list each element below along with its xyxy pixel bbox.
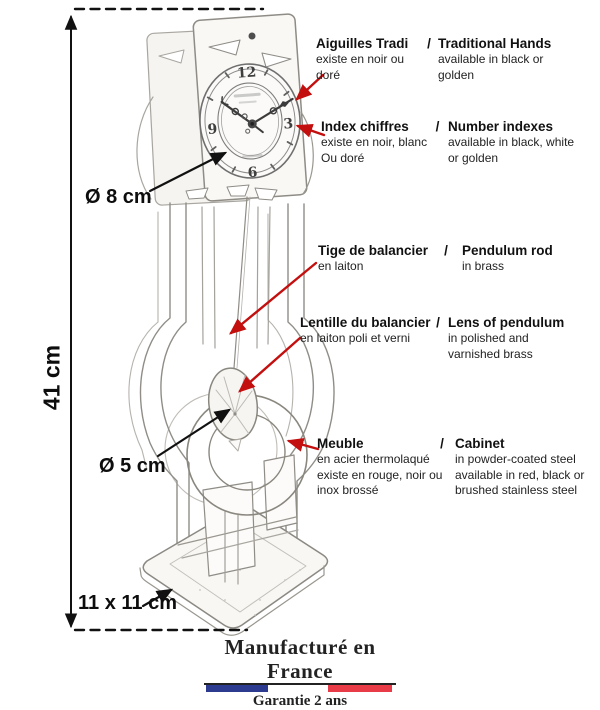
annotation-line-en: varnished brass bbox=[448, 346, 533, 361]
annotation-line-fr: en acier thermolaqué bbox=[317, 452, 430, 466]
lower-cutouts bbox=[177, 454, 299, 585]
arrow-cabinet bbox=[286, 437, 320, 452]
separator: / bbox=[436, 315, 440, 330]
annotation-title-en: Traditional Hands bbox=[438, 36, 552, 51]
base-size-arrow bbox=[141, 588, 174, 608]
french-flag-underline bbox=[204, 683, 396, 692]
dimension-lines bbox=[64, 7, 265, 632]
lens-diameter-label: Ø 5 cm bbox=[99, 455, 166, 477]
warranty-label: Garantie 2 ans bbox=[252, 693, 348, 709]
annotation-title-en: Cabinet bbox=[455, 436, 505, 451]
base-size-label: 11 x 11 cm bbox=[78, 592, 177, 614]
annotation-line-fr: Ou doré bbox=[321, 150, 365, 165]
arrow-lens bbox=[238, 336, 302, 393]
hour-ticks bbox=[206, 69, 294, 173]
arrow-hands bbox=[295, 73, 325, 101]
annotation-line-en: available in black, white bbox=[448, 135, 575, 149]
annotation-title-en: Lens of pendulum bbox=[448, 315, 565, 330]
lens-diameter-arrow bbox=[156, 408, 232, 458]
numeral-3: 3 bbox=[283, 116, 294, 133]
flag-blue-bar bbox=[206, 684, 268, 692]
annotation-line-fr: en laiton bbox=[318, 259, 364, 273]
annotation-line-en: brushed stainless steel bbox=[455, 483, 578, 497]
flag-red-bar bbox=[328, 684, 392, 692]
arrow-rod bbox=[229, 261, 318, 335]
product-diagram: 12 3 6 9 bbox=[38, 7, 584, 709]
annotation-hands: Aiguilles Tradi existe en noir ou doré /… bbox=[316, 35, 551, 83]
annotation-line-en: in powder-coated steel bbox=[455, 452, 576, 466]
clock-line-drawing: 12 3 6 9 bbox=[64, 7, 335, 636]
annotation-indexes: Index chiffres existe en noir, blanc Ou … bbox=[321, 118, 574, 166]
annotation-line-en: available in black or bbox=[438, 52, 544, 66]
annotation-title-fr: Aiguilles Tradi bbox=[316, 36, 409, 51]
annotation-line-en: in polished and bbox=[448, 331, 529, 345]
annotation-title-fr: Lentille du balancier bbox=[300, 315, 431, 330]
annotation-title-en: Pendulum rod bbox=[462, 243, 553, 258]
annotation-line-fr: en laiton poli et verni bbox=[300, 331, 411, 345]
dial-brand-marks bbox=[233, 92, 263, 158]
separator: / bbox=[440, 436, 444, 451]
annotation-line-fr: inox brossé bbox=[317, 483, 379, 497]
face-diameter-label: Ø 8 cm bbox=[85, 186, 152, 208]
face-diameter-arrow bbox=[148, 151, 228, 193]
annotation-title-fr: Index chiffres bbox=[321, 119, 409, 134]
annotation-line-en: or golden bbox=[448, 150, 499, 165]
annotation-line-fr: doré bbox=[316, 67, 341, 82]
annotation-cabinet: Meuble en acier thermolaqué existe en ro… bbox=[317, 435, 584, 499]
arrow-indexes bbox=[295, 124, 326, 138]
height-dimension-label: 41 cm bbox=[38, 344, 65, 411]
annotation-title-fr: Tige de balancier bbox=[318, 243, 429, 258]
annotation-rod: Tige de balancier en laiton / Pendulum r… bbox=[318, 242, 553, 275]
clock-hands bbox=[220, 96, 294, 134]
annotation-title-en: Number indexes bbox=[448, 119, 554, 134]
made-in-france-label: Manufacturé en France bbox=[224, 635, 376, 683]
annotation-line-en: in brass bbox=[462, 259, 505, 273]
numeral-12: 12 bbox=[236, 64, 257, 81]
annotation-line-en: golden bbox=[438, 67, 475, 82]
annotation-line-en: available in red, black or bbox=[455, 467, 585, 482]
annotation-title-fr: Meuble bbox=[317, 436, 364, 451]
clock-face: 12 3 6 9 bbox=[199, 63, 301, 182]
separator: / bbox=[435, 119, 440, 134]
screw-icon bbox=[248, 32, 256, 40]
numeral-9: 9 bbox=[207, 121, 218, 138]
annotation-line-fr: existe en rouge, noir ou bbox=[317, 467, 443, 482]
numeral-6: 6 bbox=[247, 165, 258, 182]
annotation-lens: Lentille du balancier en laiton poli et … bbox=[300, 314, 564, 362]
separator: / bbox=[427, 36, 431, 51]
annotation-line-fr: existe en noir, blanc bbox=[321, 135, 428, 149]
pendulum-rod bbox=[233, 196, 251, 369]
clock-illustration: 12 3 6 9 bbox=[128, 13, 335, 636]
made-in-france-badge: Manufacturé en France Garantie 2 ans bbox=[190, 635, 410, 710]
callout-arrows bbox=[229, 73, 326, 452]
annotation-line-fr: existe en noir ou bbox=[316, 52, 405, 66]
separator: / bbox=[444, 243, 448, 258]
